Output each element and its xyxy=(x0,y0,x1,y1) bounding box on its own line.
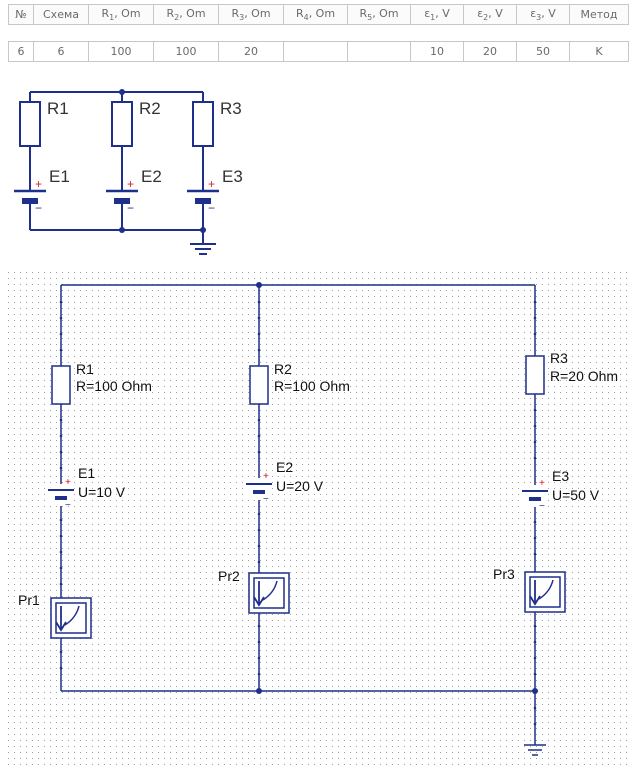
cell-method: K xyxy=(569,41,629,62)
label-pr3: Pr3 xyxy=(493,566,515,582)
label-r1-value: R=100 Ohm xyxy=(76,378,152,394)
table-header-row: № Схема R1, Om R2, Om R3, Om R4, Om R5, … xyxy=(8,4,629,25)
minus-sign: − xyxy=(208,201,215,215)
resistor-r1-symbol xyxy=(51,365,71,405)
ammeter-pr2-icon xyxy=(248,572,290,614)
header-e3: ε3, V xyxy=(516,4,570,25)
label-e1-value: U=10 V xyxy=(78,484,126,500)
minus-sign: − xyxy=(65,500,71,511)
ammeter-pr3-icon xyxy=(524,571,566,613)
battery-e1-symbol xyxy=(14,189,46,204)
header-r3: R3, Om xyxy=(218,4,284,25)
junction-dot xyxy=(119,89,125,95)
label-r1: R1 xyxy=(47,99,69,118)
label-e3-name: E3 xyxy=(552,468,569,484)
cell-r5 xyxy=(347,41,411,62)
battery-e2-symbol xyxy=(246,483,272,494)
plus-sign: + xyxy=(263,471,269,482)
simulation-schematic: R1 R=100 Ohm R2 R=100 Ohm R3 R=20 Ohm E1… xyxy=(8,270,630,766)
ammeter-pr1-icon xyxy=(50,597,92,639)
minus-sign: − xyxy=(263,494,269,505)
wire-segment-dots xyxy=(59,300,537,726)
junction-dot xyxy=(532,688,538,694)
header-e1: ε1, V xyxy=(410,4,464,25)
junction-dot xyxy=(119,227,125,233)
ground-icon xyxy=(190,243,216,255)
label-e2-name: E2 xyxy=(276,459,293,475)
plus-sign: + xyxy=(65,477,71,488)
cell-r2: 100 xyxy=(153,41,219,62)
minus-sign: − xyxy=(127,201,134,215)
plus-sign: + xyxy=(539,478,545,489)
cell-r4 xyxy=(283,41,348,62)
label-pr2: Pr2 xyxy=(218,568,240,584)
header-scheme: Схема xyxy=(33,4,89,25)
label-e2-value: U=20 V xyxy=(276,478,324,494)
header-method: Метод xyxy=(569,4,629,25)
junction-dot xyxy=(200,227,206,233)
label-pr1: Pr1 xyxy=(18,592,40,608)
label-r2: R2 xyxy=(139,99,161,118)
grid-background xyxy=(8,270,630,766)
minus-sign: − xyxy=(539,501,545,512)
label-r3-name: R3 xyxy=(550,350,568,366)
parameters-table: № Схема R1, Om R2, Om R3, Om R4, Om R5, … xyxy=(8,4,629,62)
resistor-r3-symbol xyxy=(525,355,545,395)
cell-e2: 20 xyxy=(463,41,517,62)
ground-icon xyxy=(524,744,546,756)
label-r2-value: R=100 Ohm xyxy=(274,378,350,394)
label-e3-value: U=50 V xyxy=(552,487,600,503)
battery-e3-symbol xyxy=(522,490,548,501)
label-r1-name: R1 xyxy=(76,361,94,377)
plus-sign: + xyxy=(208,177,215,191)
plus-sign: + xyxy=(35,177,42,191)
junction-dot xyxy=(256,282,262,288)
header-r5: R5, Om xyxy=(347,4,411,25)
battery-e2-symbol xyxy=(106,189,138,204)
header-e2: ε2, V xyxy=(463,4,517,25)
resistor-r1-symbol xyxy=(19,101,41,147)
header-r4: R4, Om xyxy=(283,4,348,25)
label-r3: R3 xyxy=(220,99,242,118)
battery-e1-symbol xyxy=(48,489,74,500)
task-schematic: R1 R2 R3 E1 E2 E3 + + + − − − xyxy=(14,89,243,255)
label-e2: E2 xyxy=(141,167,162,186)
cell-r1: 100 xyxy=(88,41,154,62)
cell-e1: 10 xyxy=(410,41,464,62)
header-r2: R2, Om xyxy=(153,4,219,25)
label-r3-value: R=20 Ohm xyxy=(550,368,618,384)
label-e1-name: E1 xyxy=(78,465,95,481)
plus-sign: + xyxy=(127,177,134,191)
header-number: № xyxy=(8,4,34,25)
minus-sign: − xyxy=(35,201,42,215)
label-r2-name: R2 xyxy=(274,361,292,377)
resistor-r2-symbol xyxy=(111,101,133,147)
cell-r3: 20 xyxy=(218,41,284,62)
resistor-r3-symbol xyxy=(192,101,214,147)
label-e1: E1 xyxy=(49,167,70,186)
battery-e3-symbol xyxy=(187,189,219,204)
resistor-r2-symbol xyxy=(249,365,269,405)
table-row: 6 6 100 100 20 10 20 50 K xyxy=(8,41,629,62)
cell-e3: 50 xyxy=(516,41,570,62)
label-e3: E3 xyxy=(222,167,243,186)
junction-dot xyxy=(256,688,262,694)
